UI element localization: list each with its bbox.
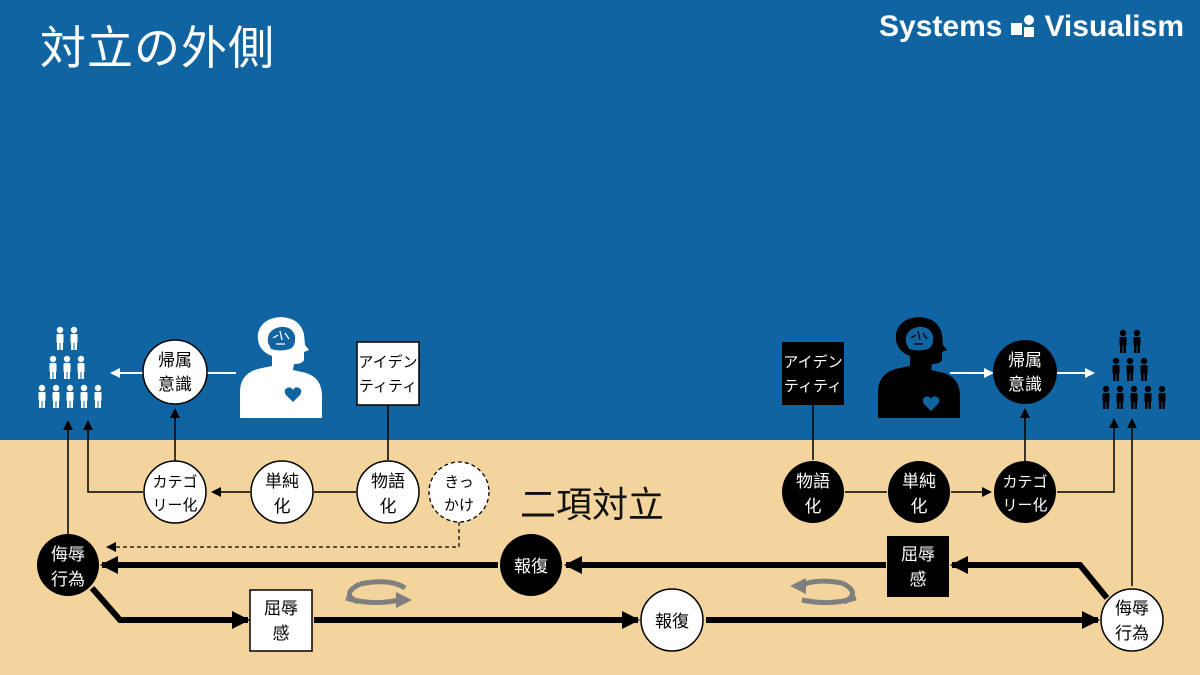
identity-left-line2: ティティ (359, 377, 417, 395)
belonging-left-line2: 意識 (158, 375, 192, 395)
insult-node-left: 侮辱 行為 (37, 534, 99, 596)
arrow-categorize-to-group-right (1057, 418, 1119, 493)
insult-node-right: 侮辱 行為 (1100, 588, 1164, 652)
simplify-node-left: 単純 化 (250, 460, 314, 524)
simplify-right-line1: 単純 (902, 472, 936, 492)
counterclockwise-loop-icon (790, 578, 857, 606)
story-node-right: 物語 化 (782, 461, 844, 523)
belonging-left-line1: 帰属 (158, 351, 192, 371)
arrow-trigger-to-insult-dashed (106, 522, 460, 552)
categorize-right-line1: カテゴ (1002, 473, 1047, 491)
story-left-line1: 物語 (371, 472, 405, 492)
trigger-node: きっ かけ (428, 461, 490, 523)
humiliation-left-line1: 屈辱 (264, 599, 298, 619)
insult-right-line2: 行為 (1115, 624, 1149, 644)
revenge-top-label: 報復 (514, 557, 548, 577)
revenge-node-bottom: 報復 (640, 588, 704, 652)
categorize-left-line2: リー化 (152, 496, 197, 514)
brand-logo: Systems Visualism (879, 10, 1184, 44)
arrow-insult-right-to-humiliation-right (950, 556, 1110, 600)
categorize-right-line2: リー化 (1002, 496, 1047, 514)
categorize-node-left: カテゴ リー化 (143, 460, 207, 524)
simplify-node-right: 単純 化 (888, 461, 950, 523)
identity-right-line2: ティティ (784, 377, 842, 395)
person-head-heart-icon-right (878, 317, 960, 418)
revenge-bottom-label: 報復 (655, 612, 689, 632)
people-group-icon-left (38, 326, 102, 408)
humiliation-right-line1: 屈辱 (901, 545, 935, 565)
story-right-line2: 化 (805, 497, 822, 517)
categorize-node-right: カテゴ リー化 (994, 461, 1056, 523)
belonging-node-right: 帰属 意識 (993, 340, 1057, 404)
story-node-left: 物語 化 (356, 460, 420, 524)
identity-right-line1: アイデン (783, 353, 842, 371)
people-group-icon-right (1102, 329, 1166, 409)
arrow-insult-left-to-humiliation-left (89, 586, 250, 629)
belonging-node-left: 帰属 意識 (142, 339, 208, 405)
insult-right-line1: 侮辱 (1115, 599, 1149, 619)
humiliation-right-line2: 感 (910, 570, 927, 590)
page-title: 対立の外側 (40, 21, 275, 75)
binary-opposition-label: 二項対立 (520, 485, 665, 526)
arrow-categorize-to-group-left (83, 420, 143, 493)
brand-text-left: Systems (879, 10, 1003, 43)
humiliation-node-right: 屈辱 感 (887, 536, 949, 597)
person-head-heart-icon-left (240, 317, 322, 418)
identity-left-line1: アイデン (358, 353, 417, 371)
trigger-line2: かけ (444, 496, 474, 514)
simplify-left-line2: 化 (274, 497, 291, 517)
identity-node-left: アイデン ティティ (356, 341, 420, 406)
humiliation-left-line2: 感 (273, 624, 290, 644)
categorize-left-line1: カテゴ (152, 473, 197, 491)
story-left-line2: 化 (380, 497, 397, 517)
brand-text-right: Visualism (1044, 10, 1184, 43)
insult-left-line1: 侮辱 (51, 545, 85, 565)
belonging-right-line2: 意識 (1008, 375, 1042, 395)
revenge-node-top: 報復 (500, 534, 562, 596)
systems-visualism-logo-icon (1010, 14, 1036, 40)
trigger-line1: きっ (444, 473, 473, 491)
identity-node-right: アイデン ティティ (782, 342, 844, 405)
clockwise-loop-icon (345, 579, 412, 608)
simplify-left-line1: 単純 (265, 472, 299, 492)
humiliation-node-left: 屈辱 感 (249, 589, 313, 652)
insult-left-line2: 行為 (51, 570, 85, 590)
story-right-line1: 物語 (796, 472, 830, 492)
simplify-right-line2: 化 (911, 497, 928, 517)
belonging-right-line1: 帰属 (1008, 351, 1042, 371)
